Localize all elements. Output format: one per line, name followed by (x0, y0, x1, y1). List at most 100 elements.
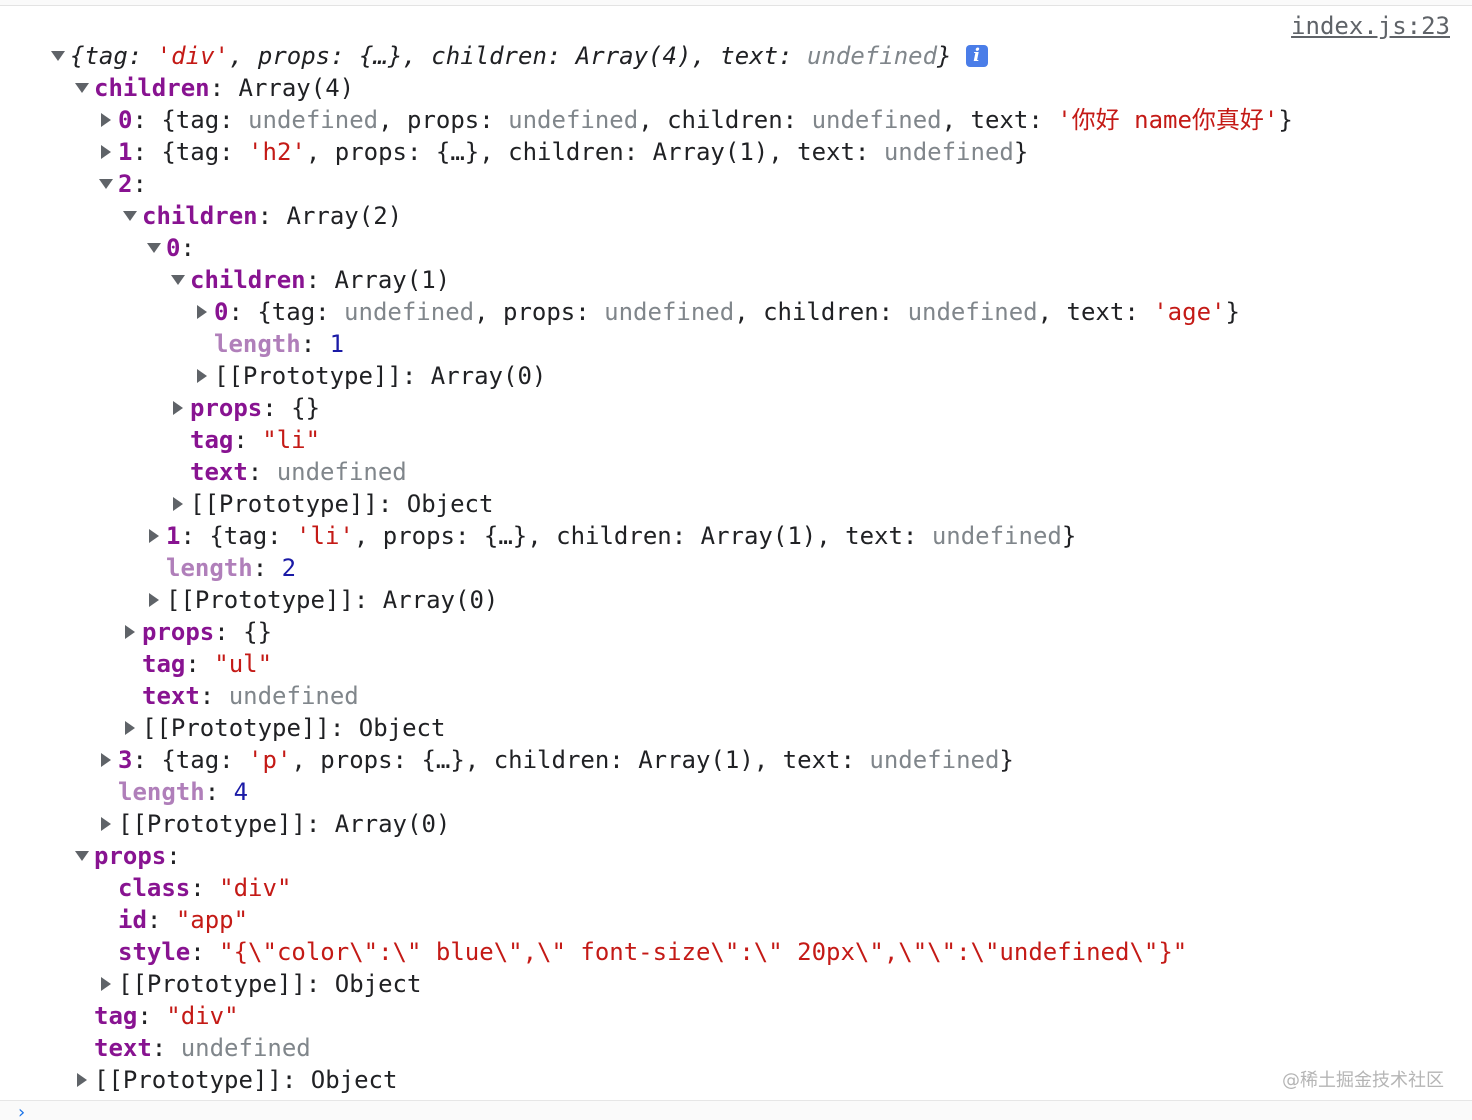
tree-row[interactable]: 1: {tag: 'li', props: {…}, children: Arr… (0, 520, 1472, 552)
object-summary-row[interactable]: {tag: 'div', props: {…}, children: Array… (0, 40, 1472, 72)
token: : {tag: (132, 106, 249, 134)
expanded-triangle-icon[interactable] (50, 40, 66, 72)
tree-row[interactable]: 0: {tag: undefined, props: undefined, ch… (0, 296, 1472, 328)
expanded-triangle-icon[interactable] (98, 168, 114, 200)
token: id (118, 906, 147, 934)
collapsed-triangle-icon[interactable] (194, 296, 210, 328)
token: } (1225, 298, 1240, 326)
row-text: [[Prototype]]: Object (190, 488, 493, 520)
collapsed-triangle-icon[interactable] (98, 104, 114, 136)
tree-row[interactable]: props: (0, 840, 1472, 872)
tree-row[interactable]: [[Prototype]]: Object (0, 488, 1472, 520)
expanded-triangle-icon[interactable] (122, 200, 138, 232)
token: "div" (219, 874, 292, 902)
token: {…} (359, 42, 403, 70)
console-prompt-bar[interactable]: › (0, 1100, 1472, 1120)
token: : (330, 42, 360, 70)
tree-row[interactable]: [[Prototype]]: Object (0, 712, 1472, 744)
collapsed-triangle-icon[interactable] (170, 392, 186, 424)
row-text: children: Array(2) (142, 200, 402, 232)
row-text: children: Array(1) (190, 264, 450, 296)
object-tree: {tag: 'div', props: {…}, children: Array… (0, 40, 1472, 1096)
row-text: 1: {tag: 'li', props: {…}, children: Arr… (166, 520, 1076, 552)
token: children (94, 74, 210, 102)
token: : {} (262, 394, 321, 422)
token: : Array(0) (401, 362, 547, 390)
collapsed-triangle-icon[interactable] (122, 616, 138, 648)
token: text (720, 42, 779, 70)
tree-row[interactable]: [[Prototype]]: Object (0, 1064, 1472, 1096)
expanded-triangle-icon[interactable] (74, 72, 90, 104)
tree-row: id: "app" (0, 904, 1472, 936)
token: } (937, 42, 952, 70)
tree-row[interactable]: [[Prototype]]: Array(0) (0, 584, 1472, 616)
tree-row: length: 4 (0, 776, 1472, 808)
token: : Object (377, 490, 494, 518)
token: "ul" (214, 650, 273, 678)
token: 'p' (248, 746, 292, 774)
token: children (431, 42, 547, 70)
token: { (70, 42, 85, 70)
token: undefined (344, 298, 475, 326)
tree-row[interactable]: props: {} (0, 392, 1472, 424)
collapsed-triangle-icon[interactable] (146, 584, 162, 616)
row-text: length: 2 (166, 552, 296, 584)
token: : (190, 874, 220, 902)
tree-row[interactable]: children: Array(2) (0, 200, 1472, 232)
token: "li" (262, 426, 321, 454)
token: : (132, 170, 147, 198)
tree-row[interactable]: children: Array(1) (0, 264, 1472, 296)
tree-row[interactable]: 1: {tag: 'h2', props: {…}, children: Arr… (0, 136, 1472, 168)
row-text: [[Prototype]]: Object (94, 1064, 397, 1096)
console-top-border (0, 0, 1472, 6)
row-text: 3: {tag: 'p', props: {…}, children: Arra… (118, 744, 1014, 776)
tree-row[interactable]: 0: (0, 232, 1472, 264)
collapsed-triangle-icon[interactable] (98, 808, 114, 840)
tree-row[interactable]: 2: (0, 168, 1472, 200)
collapsed-triangle-icon[interactable] (194, 360, 210, 392)
tree-row[interactable]: [[Prototype]]: Array(0) (0, 360, 1472, 392)
token: : Array(4) (209, 74, 355, 102)
row-text: [[Prototype]]: Object (142, 712, 445, 744)
row-text: [[Prototype]]: Object (118, 968, 421, 1000)
collapsed-triangle-icon[interactable] (122, 712, 138, 744)
token: : Array(2) (257, 202, 403, 230)
token: , (402, 42, 432, 70)
tree-row[interactable]: children: Array(4) (0, 72, 1472, 104)
tree-row[interactable]: 0: {tag: undefined, props: undefined, ch… (0, 104, 1472, 136)
tree-row[interactable]: 3: {tag: 'p', props: {…}, children: Arra… (0, 744, 1472, 776)
source-link[interactable]: index.js:23 (1291, 12, 1450, 40)
tree-row: style: "{\"color\":\" blue\",\" font-siz… (0, 936, 1472, 968)
token: : (151, 1034, 181, 1062)
token: children (142, 202, 258, 230)
prompt-chevron-icon: › (16, 1102, 27, 1120)
token: props (142, 618, 215, 646)
token: 0 (118, 106, 133, 134)
collapsed-triangle-icon[interactable] (170, 488, 186, 520)
collapsed-triangle-icon[interactable] (74, 1064, 90, 1096)
token: , props: {…}, children: Array(1), text: (353, 522, 932, 550)
token: length (118, 778, 205, 806)
info-icon[interactable]: i (965, 45, 988, 67)
row-text: length: 1 (214, 328, 344, 360)
collapsed-triangle-icon[interactable] (146, 520, 162, 552)
expanded-triangle-icon[interactable] (170, 264, 186, 296)
token: children (190, 266, 306, 294)
token: undefined (248, 106, 379, 134)
collapsed-triangle-icon[interactable] (98, 968, 114, 1000)
collapsed-triangle-icon[interactable] (98, 136, 114, 168)
expanded-triangle-icon[interactable] (146, 232, 162, 264)
expanded-triangle-icon[interactable] (74, 840, 90, 872)
tree-row[interactable]: props: {} (0, 616, 1472, 648)
token: 1 (166, 522, 181, 550)
token: : {} (214, 618, 273, 646)
collapsed-triangle-icon[interactable] (98, 744, 114, 776)
row-text: [[Prototype]]: Array(0) (166, 584, 498, 616)
token: : (233, 426, 263, 454)
token: : (546, 42, 576, 70)
tree-row[interactable]: [[Prototype]]: Object (0, 968, 1472, 1000)
tree-row[interactable]: [[Prototype]]: Array(0) (0, 808, 1472, 840)
row-text: [[Prototype]]: Array(0) (118, 808, 450, 840)
row-text: tag: "li" (190, 424, 320, 456)
token: : Array(0) (353, 586, 499, 614)
